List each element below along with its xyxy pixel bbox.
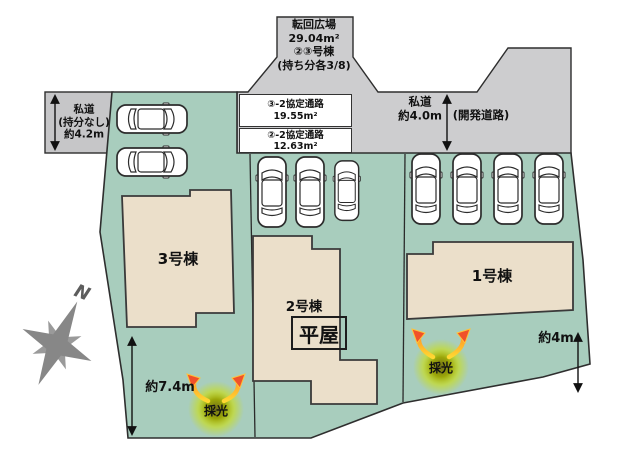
car-icon xyxy=(532,153,566,225)
car-icon xyxy=(255,156,289,228)
passage-box-3-2: ③-2協定通路 19.55m² xyxy=(239,94,352,127)
building-3-label: 3号棟 xyxy=(157,250,199,268)
passage-box-2-2: ②-2協定通路 12.63m² xyxy=(239,128,352,153)
car-icon xyxy=(116,145,188,179)
daylight-arrowhead-icon xyxy=(231,373,246,390)
turning-area-name: 転回広場 xyxy=(291,18,336,31)
private-road-right-label: 私道 約4.0m xyxy=(398,94,442,123)
car-icon xyxy=(332,160,362,222)
turning-area-owners: ②③号棟 xyxy=(293,45,335,58)
road-note: (持分なし) xyxy=(58,115,110,128)
car-icon xyxy=(409,153,443,225)
turning-area-label: 転回広場 29.04m² ②③号棟 (持ち分各3/8) xyxy=(277,18,350,72)
passage-area: 12.63m² xyxy=(273,140,318,152)
building-2 xyxy=(252,235,378,405)
building-2-type: 平屋 xyxy=(299,322,339,347)
building-2-type-box: 平屋 xyxy=(291,316,347,350)
passage-name: ②-2協定通路 xyxy=(267,129,324,141)
car-icon xyxy=(491,153,525,225)
daylight-arrowhead-icon xyxy=(411,328,426,345)
daylight-symbol-plot1 xyxy=(411,328,471,395)
building-1-label: 1号棟 xyxy=(471,267,513,285)
building-3 xyxy=(121,189,235,328)
road-width: 約4.0m xyxy=(398,108,442,122)
parking-plot2 xyxy=(255,156,362,228)
passage-name: ③-2協定通路 xyxy=(267,98,324,110)
daylight-arrowhead-icon xyxy=(186,373,201,390)
turning-area-share: (持ち分各3/8) xyxy=(277,58,351,72)
car-icon xyxy=(293,156,327,228)
car-icon xyxy=(116,102,188,136)
turning-area-size: 29.04m² xyxy=(288,31,340,45)
building-1 xyxy=(406,241,574,320)
daylight-label-plot1: 採光 xyxy=(428,360,454,375)
road-name: 私道 xyxy=(73,103,95,116)
daylight-arrowhead-icon xyxy=(456,328,471,345)
daylight-symbol-plot2 xyxy=(186,373,246,437)
development-road-label: (開発道路) xyxy=(452,108,510,123)
daylight-label-plot2: 採光 xyxy=(203,403,229,418)
private-road-left-label: 私道 (持分なし) 約4.2m xyxy=(58,103,110,141)
car-icon xyxy=(450,153,484,225)
passage-area: 19.55m² xyxy=(273,110,318,122)
road-name: 私道 xyxy=(408,94,432,109)
dim-7-4m-label: 約7.4m xyxy=(145,380,195,396)
road-width: 約4.2m xyxy=(63,128,105,141)
building-2-label: 2号棟 xyxy=(285,298,323,315)
compass-icon xyxy=(22,301,92,385)
plot-divider-2-1 xyxy=(402,153,406,403)
dim-4m-label: 約4m xyxy=(538,331,574,347)
